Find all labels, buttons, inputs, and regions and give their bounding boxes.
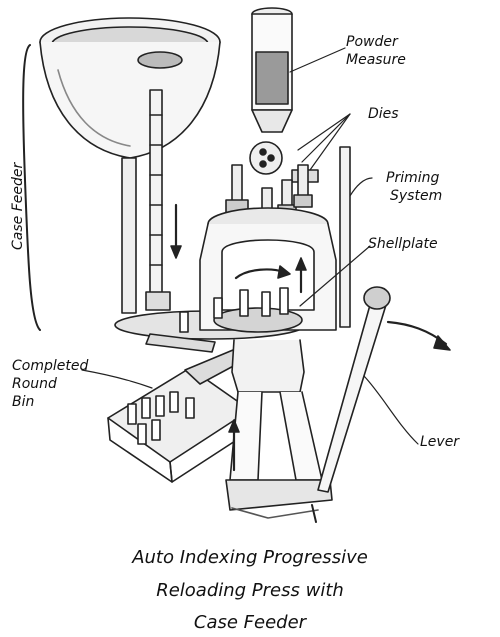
shellplate bbox=[213, 287, 303, 333]
press-lever bbox=[317, 286, 451, 493]
lever-label: Lever bbox=[420, 434, 460, 450]
press-frame-lower bbox=[225, 339, 333, 523]
priming-label-line1: Priming bbox=[386, 170, 439, 186]
case-feeder-post bbox=[121, 89, 182, 314]
caption-line2: Reloading Press with bbox=[156, 580, 344, 601]
priming-label-line2: System bbox=[390, 188, 442, 204]
powder-measure-label-line2: Measure bbox=[346, 52, 406, 68]
completed-round-bin bbox=[107, 344, 253, 483]
shellplate-label: Shellplate bbox=[368, 236, 438, 252]
powder-measure bbox=[249, 7, 319, 183]
completed-label-line1: Completed bbox=[12, 358, 88, 374]
case-feeder-brace bbox=[22, 44, 41, 331]
caption-line1: Auto Indexing Progressive bbox=[131, 547, 368, 568]
feed-slide bbox=[145, 333, 216, 353]
completed-label-line3: Bin bbox=[12, 394, 34, 410]
case-feeder-label: Case Feeder bbox=[10, 162, 26, 250]
powder-measure-label-line1: Powder bbox=[346, 34, 399, 50]
leader-lines bbox=[81, 47, 419, 445]
dies-label: Dies bbox=[368, 106, 399, 122]
caption-line3: Case Feeder bbox=[194, 612, 308, 633]
case-feeder-bowl bbox=[39, 17, 221, 159]
completed-label-line2: Round bbox=[12, 376, 57, 392]
